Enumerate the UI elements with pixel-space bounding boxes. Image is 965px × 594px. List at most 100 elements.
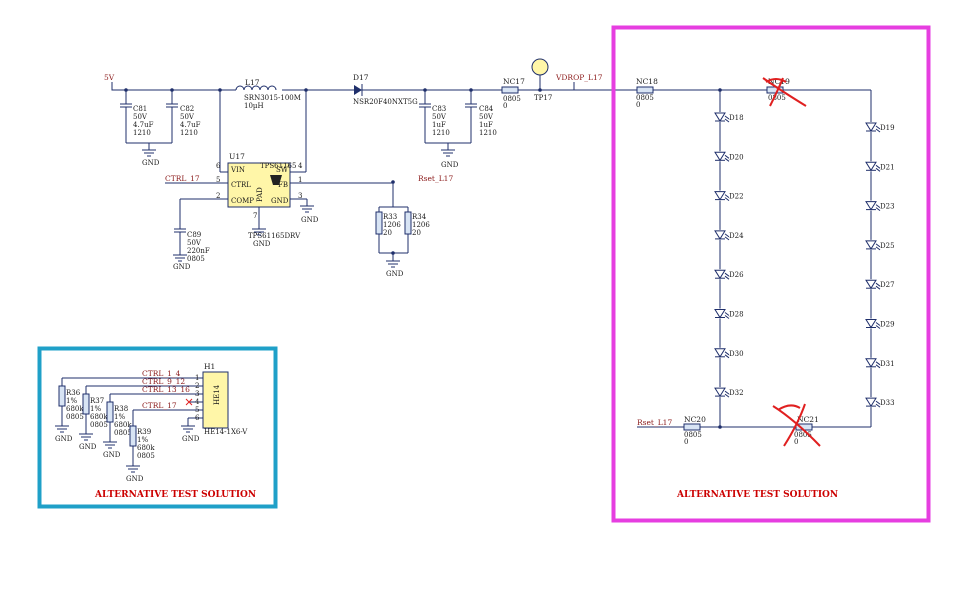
magenta-alt-box [611,25,931,523]
h1-pin: 1 [195,374,199,382]
gnd-label: GND [441,161,459,169]
gnd-symbol [181,425,195,433]
testpoint-tp17 [531,58,549,90]
nc17-pkg: 0805 [503,95,521,103]
gnd-label: GND [173,263,191,271]
nc18-val: 0 [636,101,640,109]
u17-pin-ctrl: CTRL [231,181,251,189]
net-vdrop: VDROP_L17 [555,73,603,82]
led-label: D33 [880,399,895,407]
u17-pinnum: 7 [253,212,257,220]
c82-volt: 50V [180,113,195,121]
c83-ref: C83 [432,105,446,113]
pulldown-r37 [79,386,93,441]
led-d26: D26 [714,269,744,280]
net-5v: 5V [104,73,115,82]
c81-ref: C81 [133,105,147,113]
led-label: D19 [880,124,895,132]
r37-val: 680k [90,413,108,421]
l17-val: 10µH [244,102,264,110]
u17-pinnum: 4 [298,162,303,170]
d17-ref: D17 [353,73,369,82]
h1-pin: 6 [195,414,200,422]
r36-pkg: 0805 [66,413,84,421]
tp17-ref: TP17 [534,94,552,102]
u17-pinnum: 3 [298,192,302,200]
gnd-label: GND [126,475,144,483]
nc19-ref: NC19 [768,77,790,86]
led-label: D26 [729,271,744,279]
led-d25: D25 [865,239,895,251]
ic-u17 [165,90,393,229]
r34-val: 20 [412,229,421,237]
pulldown-r36 [55,378,69,433]
nc20-val: 0 [684,438,688,446]
gnd-label: GND [182,435,200,443]
c89-ref: C89 [187,231,201,239]
c89-val: 220nF [187,247,210,255]
gnd-symbol [142,149,156,157]
led-label: D25 [880,242,895,250]
led-d24: D24 [714,229,744,241]
gnd-symbol [441,149,455,157]
net-ctrl-1-4: CTRL_1_4 [142,369,181,378]
gnd-label: GND [103,451,121,459]
net-rset-right: Rset_L17 [637,418,672,427]
net-ctrl17: CTRL_17 [165,174,200,183]
r37-ref: R37 [90,397,104,405]
gnd-label: GND [142,159,160,167]
nc18-pkg: 0805 [636,94,654,102]
nc18-ref: NC18 [636,77,658,86]
led-d31: D31 [865,357,895,369]
r34-ref: R34 [412,213,427,221]
u17-pin-gnd: GND [271,197,289,205]
cap-c82 [126,90,178,150]
h1-pin: 2 [195,382,199,390]
c84-ref: C84 [479,105,494,113]
led-label: D32 [729,389,744,397]
led-label: D20 [729,153,744,161]
r36-tol: 1% [66,397,77,405]
c89-pkg: 0805 [187,255,205,263]
u17-pinnum: 6 [216,162,221,170]
resistor-nc17 [501,86,519,94]
c83-volt: 50V [432,113,447,121]
main-rail [111,82,720,91]
led-label: D21 [880,163,895,171]
connector-h1 [62,371,229,429]
title-left: ALTERNATIVE TEST SOLUTION [94,490,256,500]
r39-tol: 1% [137,436,148,444]
h1-ref: H1 [204,362,215,371]
h1-part: HE14-1X6-V [204,428,248,436]
u17-ref: U17 [229,152,245,161]
c81-volt: 50V [133,113,148,121]
red-cross-mark [762,77,807,107]
led-d32: D32 [714,387,744,398]
led-label: D28 [729,311,744,319]
led-d28: D28 [714,308,744,319]
cap-c83 [419,90,431,143]
c83-pkg: 1210 [432,129,450,137]
r33-val: 20 [383,229,392,237]
u17-part-label: TPS61165DRV [248,232,301,240]
led-d18: D18 [714,112,744,123]
led-label: D31 [880,360,895,368]
led-label: D23 [880,203,895,211]
led-d29: D29 [865,318,895,329]
gnd-label: GND [301,216,319,224]
red-cross-mark [772,403,821,447]
led-label: D30 [729,350,744,358]
cap-c84 [425,90,477,150]
r37-pkg: 0805 [90,421,108,429]
u17-pin-comp: COMP [231,197,254,205]
resistor-nc18 [636,86,654,94]
h1-pin: 3 [195,390,199,398]
led-label: D27 [880,281,895,289]
gnd-label: GND [253,240,271,248]
cap-c89 [173,228,187,262]
cap-c81 [120,90,132,143]
net-ctrl-17: CTRL_17 [142,401,177,410]
r38-pkg: 0805 [114,429,132,437]
nc19-pkg: 0805 [768,94,786,102]
l17-ref: L17 [245,78,260,87]
